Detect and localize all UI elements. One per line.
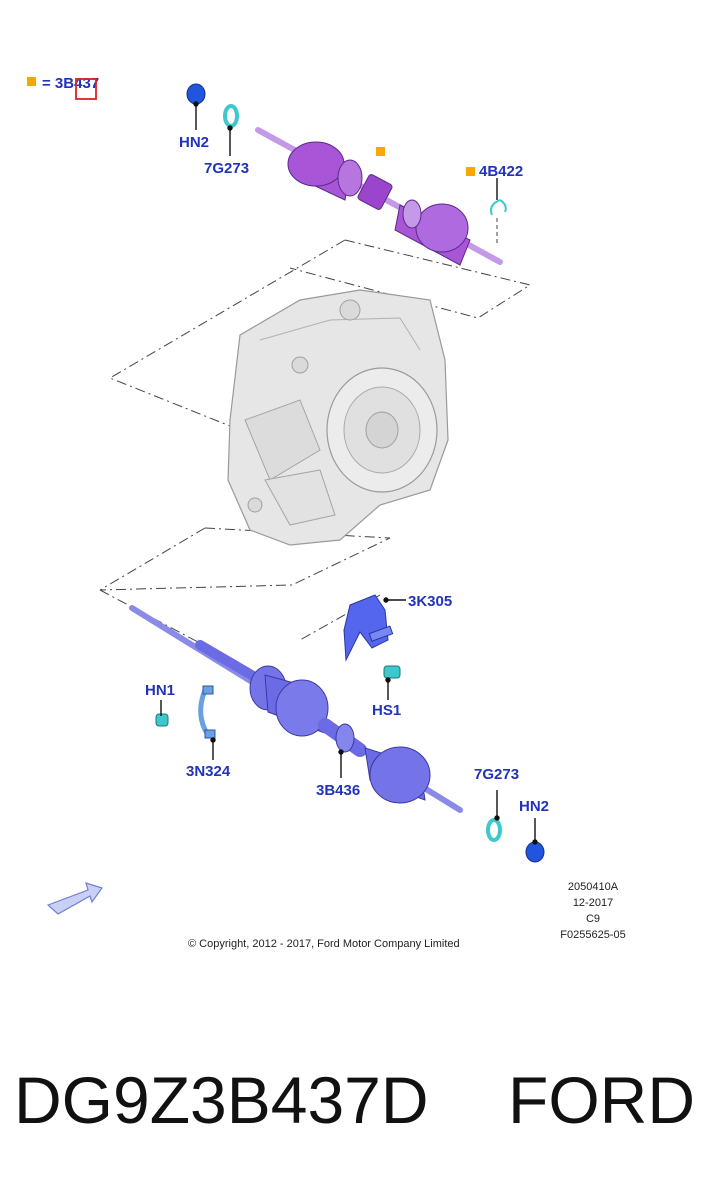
legend-marker-icon [376, 147, 385, 156]
fasteners [155, 83, 545, 863]
transmission-housing [227, 289, 449, 546]
callout-4b422: 4B422 [479, 163, 523, 180]
callout-hn1: HN1 [145, 682, 175, 699]
callout-hs1: HS1 [372, 702, 401, 719]
bottom-caption: DG9Z3B437D FORD [0, 1062, 708, 1162]
diagram-metadata: 2050410A 12-2017 C9 F0255625-05 [560, 881, 625, 941]
callout-7g273-bottom: 7G273 [474, 766, 519, 783]
brand-name: FORD [508, 1063, 695, 1137]
legend: = 3B437 [27, 75, 99, 100]
clamp [198, 685, 216, 739]
callout-7g273-top: 7G273 [204, 160, 249, 177]
bolt-hn1-icon [155, 713, 169, 727]
meta-date: 12-2017 [573, 897, 613, 909]
nut-top-icon [186, 83, 206, 105]
lower-halfshaft [129, 605, 463, 813]
callout-labels: HN2 7G273 4B422 3K305 HN1 HS1 3N324 3B43… [145, 134, 549, 815]
callout-3k305: 3K305 [408, 593, 452, 610]
callout-3b436: 3B436 [316, 782, 360, 799]
support-bracket [343, 594, 394, 662]
legend-marker-icon [466, 167, 475, 176]
meta-figure-id: F0255625-05 [560, 929, 625, 941]
copyright-notice: © Copyright, 2012 - 2017, Ford Motor Com… [188, 938, 460, 950]
meta-code: 2050410A [568, 881, 619, 893]
legend-marker-icon [27, 77, 36, 86]
circlip-icon [490, 199, 507, 216]
callout-hn2-top: HN2 [179, 134, 209, 151]
legend-text: = 3B437 [42, 75, 99, 92]
bolt-hs1-icon [383, 665, 401, 679]
seal-top-icon [223, 104, 239, 128]
meta-version: C9 [586, 913, 600, 925]
nut-bottom-icon [525, 841, 545, 863]
seal-bottom-icon [486, 818, 502, 842]
callout-hn2-bottom: HN2 [519, 798, 549, 815]
callout-3n324: 3N324 [186, 763, 231, 780]
orientation-arrow-icon [46, 882, 103, 915]
upper-halfshaft [255, 127, 503, 266]
highlight-box [75, 78, 97, 100]
part-number: DG9Z3B437D [14, 1063, 429, 1137]
leader-lines [160, 101, 538, 845]
